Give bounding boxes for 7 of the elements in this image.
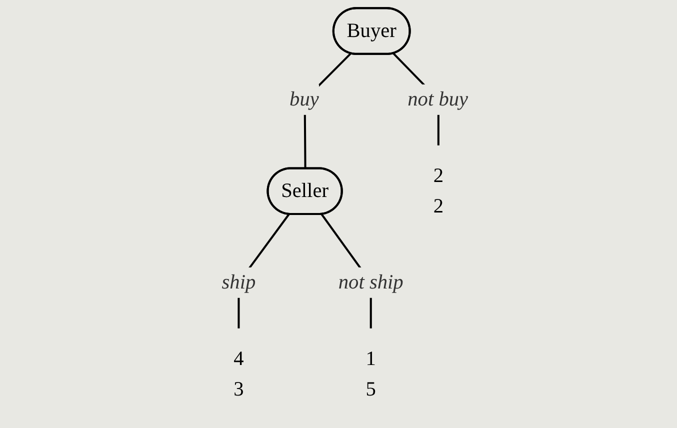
edge-label: buy: [289, 88, 319, 111]
node-text: 2 2: [433, 164, 444, 218]
node-text: 1 5: [366, 348, 376, 401]
edge-label: not buy: [408, 88, 468, 111]
node-text: 4 3: [234, 348, 244, 401]
edge-label: not ship: [338, 271, 404, 294]
edge-label: ship: [222, 271, 256, 294]
